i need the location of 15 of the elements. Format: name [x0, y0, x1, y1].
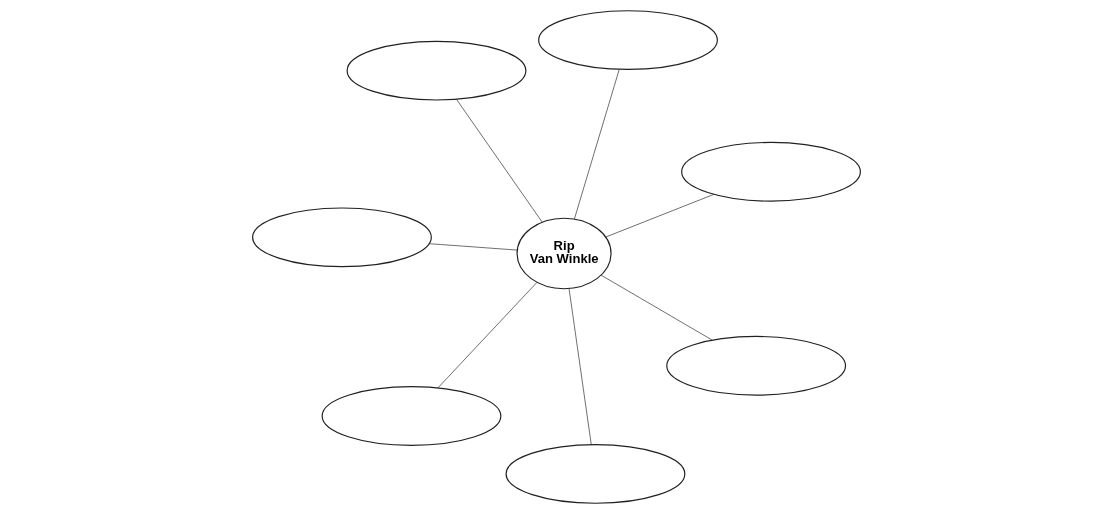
connector: [600, 274, 713, 341]
node-ellipse: [346, 40, 527, 101]
connector: [429, 243, 518, 251]
node-ellipse: [538, 10, 718, 70]
node-ellipse: Rip Van Winkle: [516, 217, 612, 290]
connector: [437, 282, 538, 389]
connector: [568, 288, 592, 445]
node-ellipse: [321, 386, 502, 446]
node-ellipse: [252, 207, 432, 268]
connector: [456, 99, 543, 223]
node-ellipse: [505, 444, 686, 504]
node-ellipse: [681, 141, 861, 202]
node-ellipse: [666, 335, 847, 396]
connector: [574, 69, 620, 220]
connector: [605, 194, 715, 238]
